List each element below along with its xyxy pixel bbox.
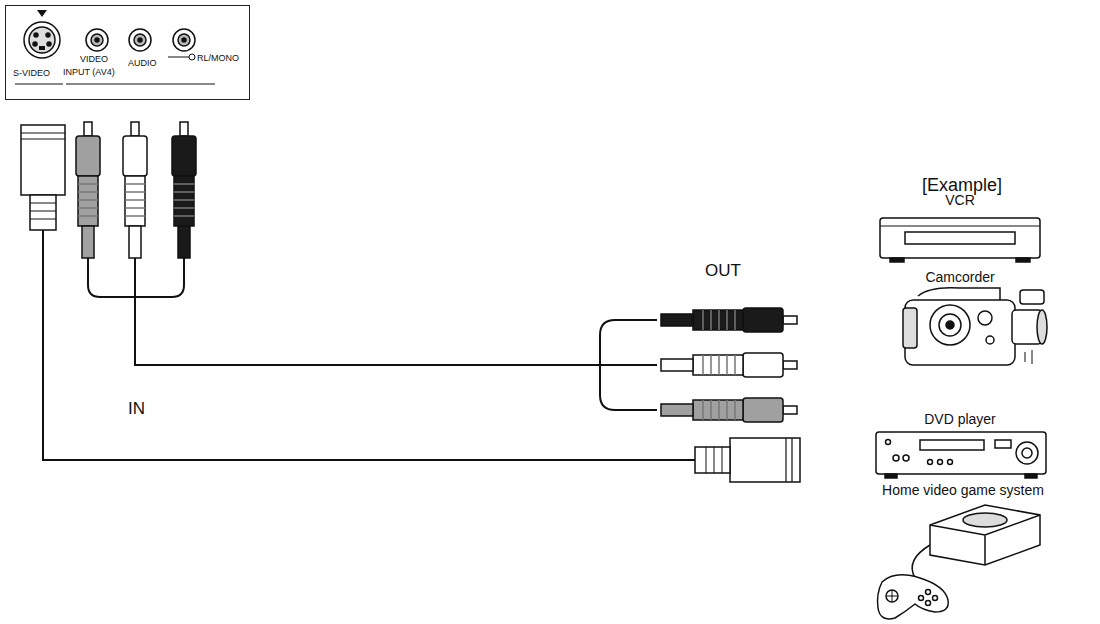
connector-label: IN — [128, 400, 145, 419]
device-label: VCR — [945, 193, 975, 208]
vcr-icon — [880, 218, 1040, 262]
jack-label: S-VIDEO — [13, 69, 50, 78]
input-panel: S-VIDEO VIDEO AUDIO RL/MONO INPUT (AV4) — [5, 5, 250, 100]
game-system-icon — [878, 505, 1041, 619]
jack-label: VIDEO — [80, 55, 108, 64]
cable — [43, 230, 695, 460]
device-label: Camcorder — [925, 270, 994, 285]
cable-plugs — [21, 122, 800, 482]
device-label: Home video game system — [882, 483, 1044, 498]
dvd-player-icon — [876, 432, 1046, 478]
jack-label: RL/MONO — [197, 54, 239, 63]
device-label: DVD player — [924, 412, 996, 427]
jack-label: INPUT (AV4) — [63, 68, 115, 77]
jack-label: AUDIO — [128, 59, 157, 68]
camcorder-icon — [903, 288, 1047, 365]
connector-label: OUT — [705, 262, 741, 281]
